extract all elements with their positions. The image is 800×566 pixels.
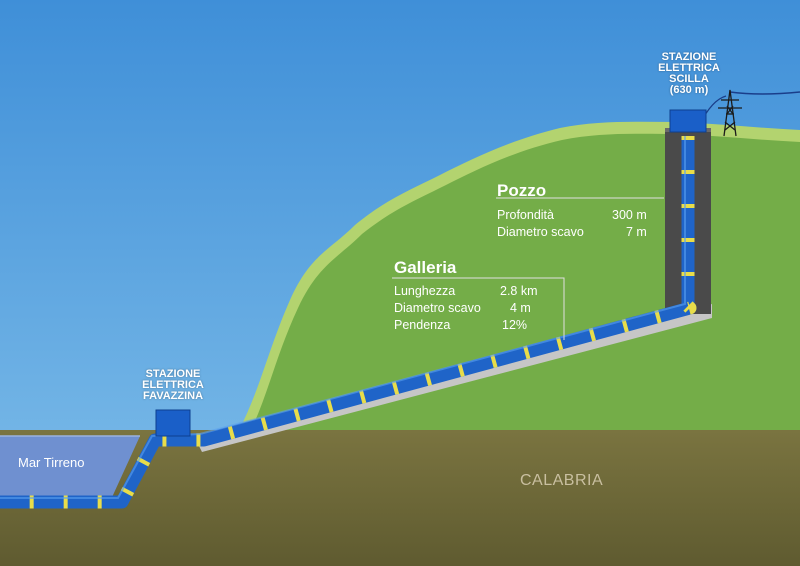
ground (0, 430, 800, 566)
favazzina-line2: ELETTRICA (142, 379, 204, 391)
pylon-icon (718, 89, 742, 137)
scilla-line3: SCILLA (669, 73, 709, 85)
galleria-title: Galleria (394, 258, 457, 277)
pozzo-row-value: 7 m (626, 225, 647, 239)
galleria-row-label: Pendenza (394, 318, 451, 332)
galleria-row-value: 2.8 km (500, 284, 538, 298)
power-line (729, 91, 800, 95)
galleria-row-value: 4 m (510, 301, 531, 315)
galleria-leader (392, 277, 565, 340)
pozzo-title: Pozzo (497, 181, 547, 200)
penstock-stripes (0, 136, 697, 509)
pozzo-row-label: Diametro scavo (497, 225, 584, 239)
scilla-line1: STAZIONE (661, 51, 717, 63)
scilla-line4: (630 m) (669, 84, 709, 96)
sea-label: Mar Tirreno (18, 455, 85, 470)
hill (250, 133, 800, 432)
favazzina-line3: FAVAZZINA (142, 390, 204, 402)
galleria-row-label: Lunghezza (394, 284, 456, 298)
galleria-row-value: 12% (502, 318, 528, 332)
pozzo-row-value: 300 m (612, 208, 647, 222)
region-label: CALABRIA (520, 472, 604, 489)
scilla-line2: ELETTRICA (658, 62, 720, 74)
favazzina-line1: STAZIONE (145, 368, 201, 380)
scilla-station-label: STAZIONE ELETTRICA SCILLA (630 m) (650, 52, 728, 96)
galleria-row-label: Diametro scavo (394, 301, 481, 315)
favazzina-station-label: STAZIONE ELETTRICA FAVAZZINA (132, 369, 214, 402)
scilla-station-box (669, 109, 707, 133)
sea (0, 436, 140, 506)
pozzo-row-label: Profondità (497, 208, 554, 222)
favazzina-station-box (155, 409, 191, 437)
